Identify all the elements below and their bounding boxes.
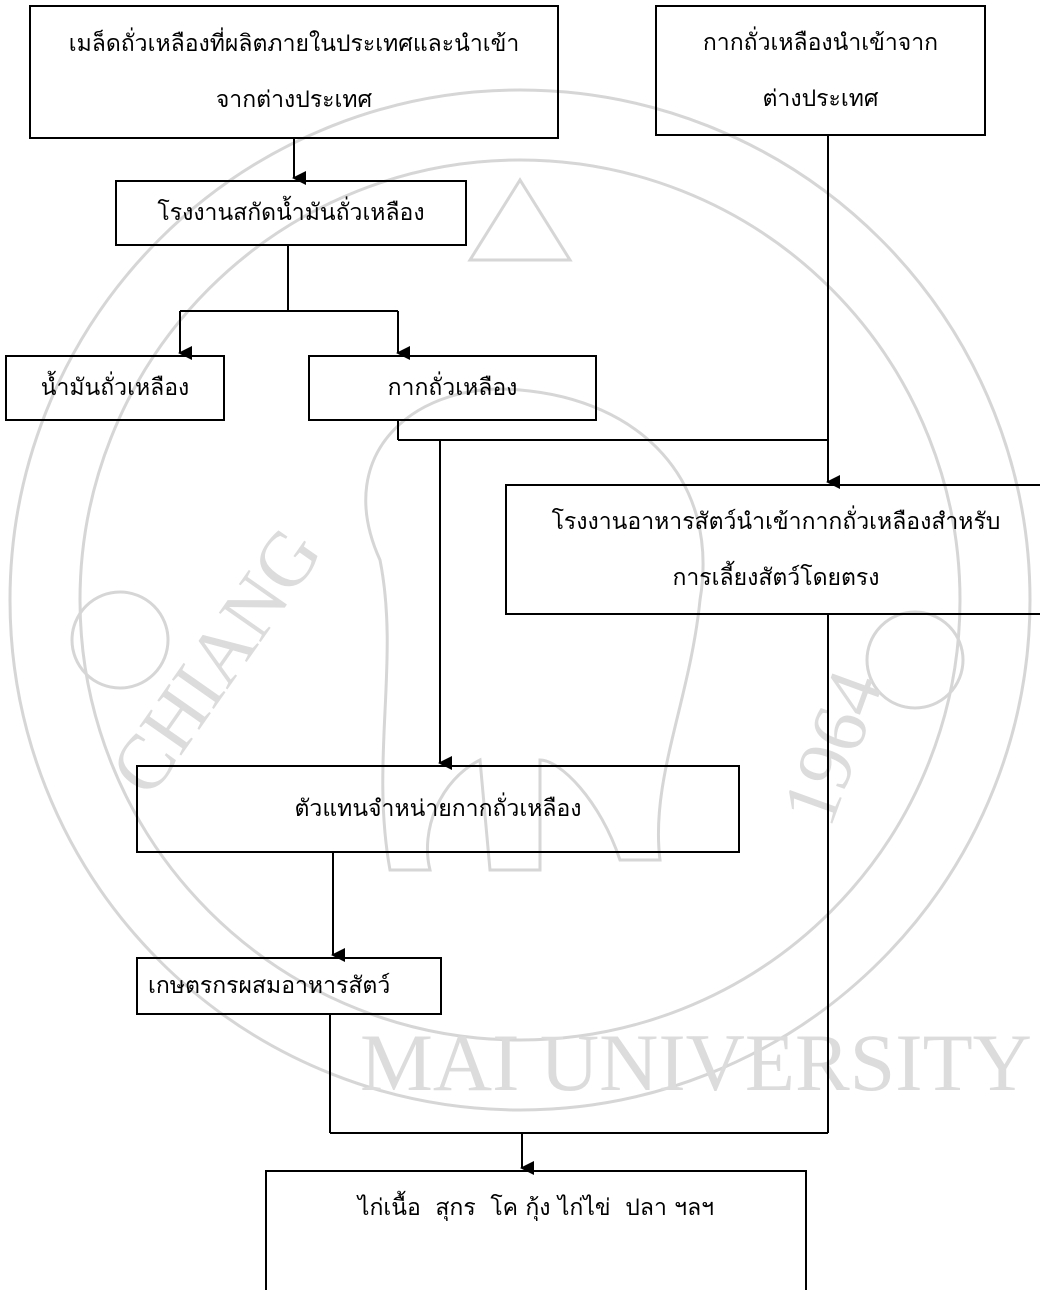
node-soybean-meal: กากถั่วเหลือง <box>308 355 597 421</box>
node-extraction-plant-label: โรงงานสกัดน้ำมันถั่วเหลือง <box>157 200 425 226</box>
node-soybean-oil: น้ำมันถั่วเหลือง <box>5 355 225 421</box>
node-feed-mill-line1: โรงงานอาหารสัตว์นำเข้ากากถั่วเหลืองสำหรั… <box>551 508 1001 535</box>
node-imported-meal: กากถั่วเหลืองนำเข้าจาก ต่างประเทศ <box>655 5 986 136</box>
elephant-icon <box>364 387 705 872</box>
node-feed-mill: โรงงานอาหารสัตว์นำเข้ากากถั่วเหลืองสำหรั… <box>505 484 1040 615</box>
node-extraction-plant: โรงงานสกัดน้ำมันถั่วเหลือง <box>115 180 467 246</box>
seal-text-bottom: MAI UNIVERSITY <box>360 1017 1032 1108</box>
node-meal-agent-label: ตัวแทนจำหน่ายกากถั่วเหลือง <box>294 796 582 822</box>
node-soybean-oil-label: น้ำมันถั่วเหลือง <box>40 375 190 401</box>
left-flower-icon <box>70 590 170 690</box>
node-farmer-mixer-label: เกษตรกรผสมอาหารสัตว์ <box>148 973 391 999</box>
node-farmer-mixer: เกษตรกรผสมอาหารสัตว์ <box>136 957 442 1015</box>
crown-icon <box>467 177 573 262</box>
seal-inner-ring <box>78 158 962 1042</box>
node-livestock: ไก่เนื้อ สุกร โค กุ้ง ไก่ไข่ ปลา ฯลฯ <box>265 1170 807 1290</box>
node-feed-mill-line2: การเลี้ยงสัตว์โดยตรง <box>672 564 880 591</box>
node-livestock-label: ไก่เนื้อ สุกร โค กุ้ง ไก่ไข่ ปลา ฯลฯ <box>357 1195 715 1221</box>
node-imported-meal-line1: กากถั่วเหลืองนำเข้าจาก <box>702 29 939 56</box>
right-flower-icon <box>865 610 965 710</box>
node-soybean-meal-label: กากถั่วเหลือง <box>387 375 518 401</box>
node-seeds: เมล็ดถั่วเหลืองที่ผลิตภายในประเทศและนำเข… <box>29 5 559 139</box>
seal-outer-ring <box>8 88 1032 1112</box>
node-seeds-line2: จากต่างประเทศ <box>215 87 373 113</box>
node-seeds-line1: เมล็ดถั่วเหลืองที่ผลิตภายในประเทศและนำเข… <box>68 31 520 57</box>
node-imported-meal-line2: ต่างประเทศ <box>762 85 879 112</box>
node-meal-agent: ตัวแทนจำหน่ายกากถั่วเหลือง <box>136 765 740 853</box>
